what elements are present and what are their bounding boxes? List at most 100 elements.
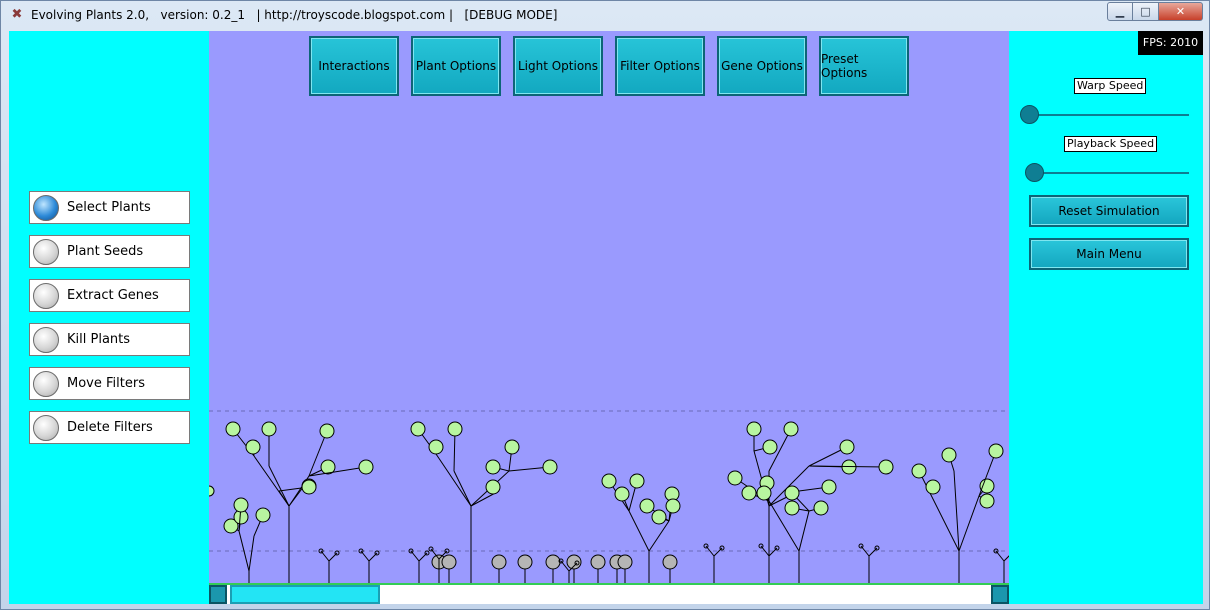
plant-leaf: [993, 548, 999, 554]
close-button[interactable]: ✕: [1159, 2, 1203, 21]
plant-leaf: [318, 548, 324, 554]
plant-leaf: [941, 447, 957, 463]
scroll-right-button[interactable]: [991, 585, 1009, 604]
playback-speed-label: Playback Speed: [1064, 136, 1158, 152]
radio-delete-filters[interactable]: Delete Filters: [29, 411, 190, 444]
plant-leaf: [601, 473, 617, 489]
plant-leaf: [444, 548, 450, 554]
plant-leaf: [590, 554, 606, 570]
title-bar[interactable]: ✖ Evolving Plants 2.0, version: 0.2_1 | …: [1, 1, 1209, 31]
plant-stem: [808, 465, 887, 468]
plant-leaf: [858, 543, 864, 549]
main-menu-button[interactable]: Main Menu: [1029, 238, 1189, 270]
light-options-button[interactable]: Light Options: [513, 36, 603, 96]
plant-leaf: [441, 554, 457, 570]
reset-simulation-button[interactable]: Reset Simulation: [1029, 195, 1189, 227]
plant-leaf: [410, 421, 426, 437]
plant-leaf: [558, 558, 564, 564]
plant-leaf: [639, 498, 655, 514]
plant-leaf: [223, 518, 239, 534]
plant-leaf: [614, 486, 630, 502]
plant-leaf: [979, 493, 995, 509]
client-area: Select Plants Plant Seeds Extract Genes …: [9, 31, 1203, 604]
minimize-button[interactable]: ▁: [1107, 2, 1133, 21]
plant-leaf: [358, 548, 364, 554]
plant-leaf: [783, 421, 799, 437]
plant-leaf: [774, 545, 780, 551]
plant-leaf: [719, 545, 725, 551]
plant-leaf: [504, 439, 520, 455]
filter-options-button[interactable]: Filter Options: [615, 36, 705, 96]
simulation-canvas[interactable]: Interactions Plant Options Light Options…: [209, 31, 1009, 584]
interaction-panel: Select Plants Plant Seeds Extract Genes …: [9, 31, 209, 604]
plant-leaf: [874, 545, 880, 551]
radio-extract-genes[interactable]: Extract Genes: [29, 279, 190, 312]
gene-options-button[interactable]: Gene Options: [717, 36, 807, 96]
plant-leaf: [255, 507, 271, 523]
plant-leaf: [746, 421, 762, 437]
warp-speed-knob[interactable]: [1020, 105, 1039, 124]
radio-indicator: [33, 194, 59, 221]
plant-leaf: [727, 470, 743, 486]
radio-indicator: [33, 238, 59, 265]
plant-stem: [768, 465, 810, 507]
plant-stem: [958, 495, 980, 552]
plant-options-button[interactable]: Plant Options: [411, 36, 501, 96]
radio-label: Move Filters: [67, 376, 145, 391]
radio-label: Delete Filters: [67, 420, 153, 435]
plant-leaf: [651, 509, 667, 525]
plant-leaf: [545, 554, 561, 570]
plant-leaf: [301, 479, 317, 495]
playback-speed-track[interactable]: [1034, 172, 1189, 174]
radio-select-plants[interactable]: Select Plants: [29, 191, 190, 224]
plant-leaf: [542, 459, 558, 475]
plant-leaf: [424, 550, 430, 556]
preset-options-button[interactable]: Preset Options: [819, 36, 909, 96]
radio-label: Kill Plants: [67, 332, 131, 347]
plant-leaf: [662, 554, 678, 570]
playback-speed-knob[interactable]: [1025, 163, 1044, 182]
warp-speed-label: Warp Speed: [1074, 78, 1147, 94]
horizontal-scrollbar[interactable]: [209, 583, 1009, 604]
fps-counter: FPS: 2010: [1138, 31, 1203, 55]
plant-leaf: [485, 459, 501, 475]
plant-leaf: [762, 439, 778, 455]
plant-leaf: [233, 497, 249, 513]
plant-leaf: [979, 478, 995, 494]
scroll-left-button[interactable]: [209, 585, 227, 604]
plant-leaf: [358, 459, 374, 475]
plant-leaf: [334, 550, 340, 556]
plant-stem: [1003, 555, 1009, 562]
plant-stem: [308, 466, 367, 477]
scroll-thumb[interactable]: [230, 585, 380, 604]
radio-plant-seeds[interactable]: Plant Seeds: [29, 235, 190, 268]
radio-indicator: [33, 326, 59, 353]
plant-leaf: [374, 550, 380, 556]
plant-leaf: [839, 439, 855, 455]
plant-leaf: [784, 485, 800, 501]
plant-stem: [648, 520, 670, 552]
radio-label: Select Plants: [67, 200, 151, 215]
interactions-button[interactable]: Interactions: [309, 36, 399, 96]
radio-move-filters[interactable]: Move Filters: [29, 367, 190, 400]
plant-stem: [308, 430, 328, 477]
plant-leaf: [617, 554, 633, 570]
radio-indicator: [33, 370, 59, 397]
warp-speed-track[interactable]: [1029, 114, 1189, 116]
plant-leaf: [428, 439, 444, 455]
plant-stem: [628, 510, 650, 552]
radio-kill-plants[interactable]: Kill Plants: [29, 323, 190, 356]
plant-leaf: [320, 459, 336, 475]
plant-leaf: [566, 554, 582, 570]
plant-stem: [953, 470, 960, 552]
plant-field[interactable]: [209, 31, 1009, 584]
plant-stem: [978, 450, 997, 497]
radio-indicator: [33, 282, 59, 309]
plant-leaf: [491, 554, 507, 570]
plant-leaf: [756, 485, 772, 501]
maximize-button[interactable]: □: [1133, 2, 1159, 21]
plant-leaf: [245, 439, 261, 455]
control-panel: FPS: 2010 Warp Speed Playback Speed Rese…: [1009, 31, 1203, 604]
plant-leaf: [319, 423, 335, 439]
